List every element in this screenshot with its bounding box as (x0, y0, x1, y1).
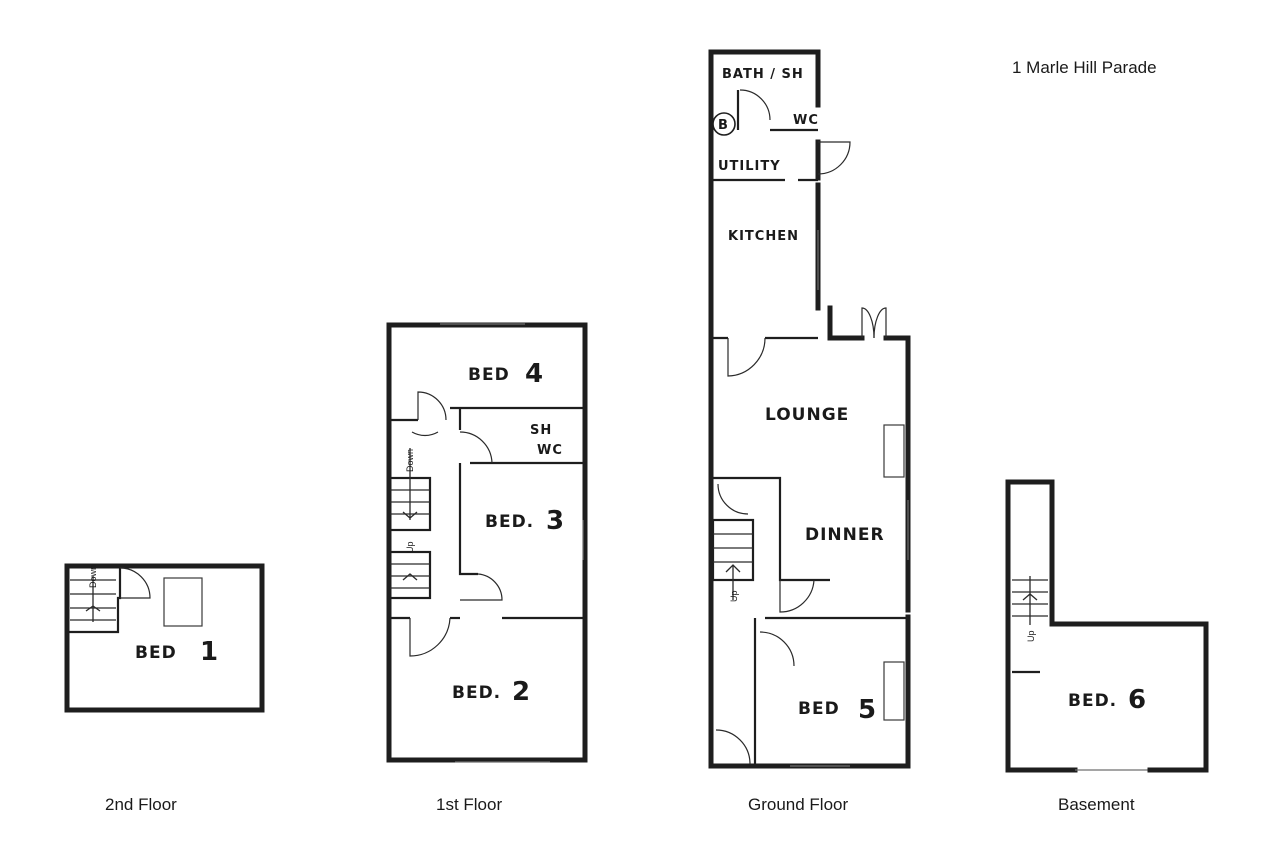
chimney-breast (163, 577, 203, 627)
floor-label-ground: Ground Floor (748, 795, 848, 814)
second-floor-plan: Down BED 1 (64, 563, 265, 713)
stairs-up-label: Up (1026, 630, 1036, 642)
room-bed-6-number: 6 (1128, 685, 1147, 715)
room-wc-label: WC (793, 113, 819, 128)
floor-label-2nd: 2nd Floor (105, 795, 177, 814)
stairs-down-label: Down (405, 449, 415, 472)
boiler-label: B (718, 118, 729, 133)
room-wc-label: WC (537, 443, 563, 458)
stairs-up-label: Up (405, 541, 415, 553)
room-bed-3-label: BED. (485, 512, 534, 532)
ground-floor-plan: B Up BATH / SH WC UTILITY KITCHEN LOUNGE… (708, 49, 911, 769)
stairs-up-label: Up (729, 590, 739, 602)
room-bed-6-label: BED. (1068, 691, 1117, 711)
room-bed-5-label: BED (798, 699, 840, 719)
floor-label-basement: Basement (1058, 795, 1135, 814)
room-utility-label: UTILITY (718, 159, 781, 174)
floor-label-1st: 1st Floor (436, 795, 502, 814)
room-kitchen-label: KITCHEN (728, 229, 799, 244)
stairs-down-label: Down (88, 565, 98, 588)
room-bed-1-number: 1 (200, 637, 219, 667)
first-floor-plan: Down Up BED 4 SH WC BED. 3 BED. 2 (386, 322, 588, 763)
address-title: 1 Marle Hill Parade (1012, 58, 1157, 77)
room-bed-1-label: BED (135, 643, 177, 663)
room-dinner-label: DINNER (805, 525, 885, 545)
room-bed-5-number: 5 (858, 695, 877, 725)
room-shower-label: SH (530, 423, 552, 438)
room-bed-4-number: 4 (525, 359, 544, 389)
room-bed-4-label: BED (468, 365, 510, 385)
room-bed-2-label: BED. (452, 683, 501, 703)
basement-plan: Up BED. 6 (1005, 479, 1209, 773)
room-bath-label: BATH / SH (722, 67, 804, 82)
room-lounge-label: LOUNGE (765, 405, 849, 425)
room-bed-3-number: 3 (546, 506, 565, 536)
room-bed-2-number: 2 (512, 677, 531, 707)
